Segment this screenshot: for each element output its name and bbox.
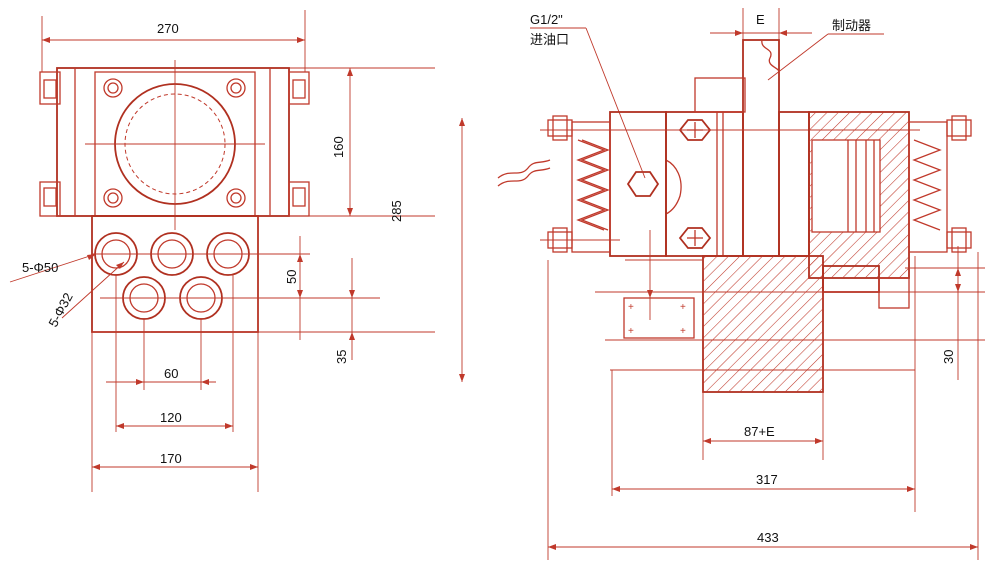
- hole-50-label: 5-Φ50: [22, 260, 58, 275]
- port-thread-label: G1/2": [530, 12, 563, 27]
- dim-160-label: 160: [331, 136, 346, 158]
- svg-text:+: +: [680, 302, 686, 313]
- dim-317-label: 317: [756, 472, 778, 487]
- dim-50-label: 50: [284, 270, 299, 284]
- dim-30-label: 30: [941, 350, 956, 364]
- brake-name-label: 制动器: [832, 19, 871, 34]
- left-view: [9, 10, 465, 492]
- svg-text:+: +: [628, 326, 634, 337]
- right-view: + + + +: [497, 8, 985, 560]
- dim-170-label: 170: [160, 451, 182, 466]
- dim-e-label: E: [756, 12, 765, 27]
- dim-87e-label: 87+E: [744, 424, 775, 439]
- dim-285-label: 285: [389, 200, 404, 222]
- dim-270-label: 270: [157, 21, 179, 36]
- svg-text:+: +: [628, 302, 634, 313]
- dim-120-label: 120: [160, 410, 182, 425]
- dim-433-label: 433: [757, 530, 779, 545]
- port-name-label: 进油口: [530, 33, 569, 48]
- dim-60-label: 60: [164, 366, 178, 381]
- dim-35-label: 35: [334, 350, 349, 364]
- svg-text:+: +: [680, 326, 686, 337]
